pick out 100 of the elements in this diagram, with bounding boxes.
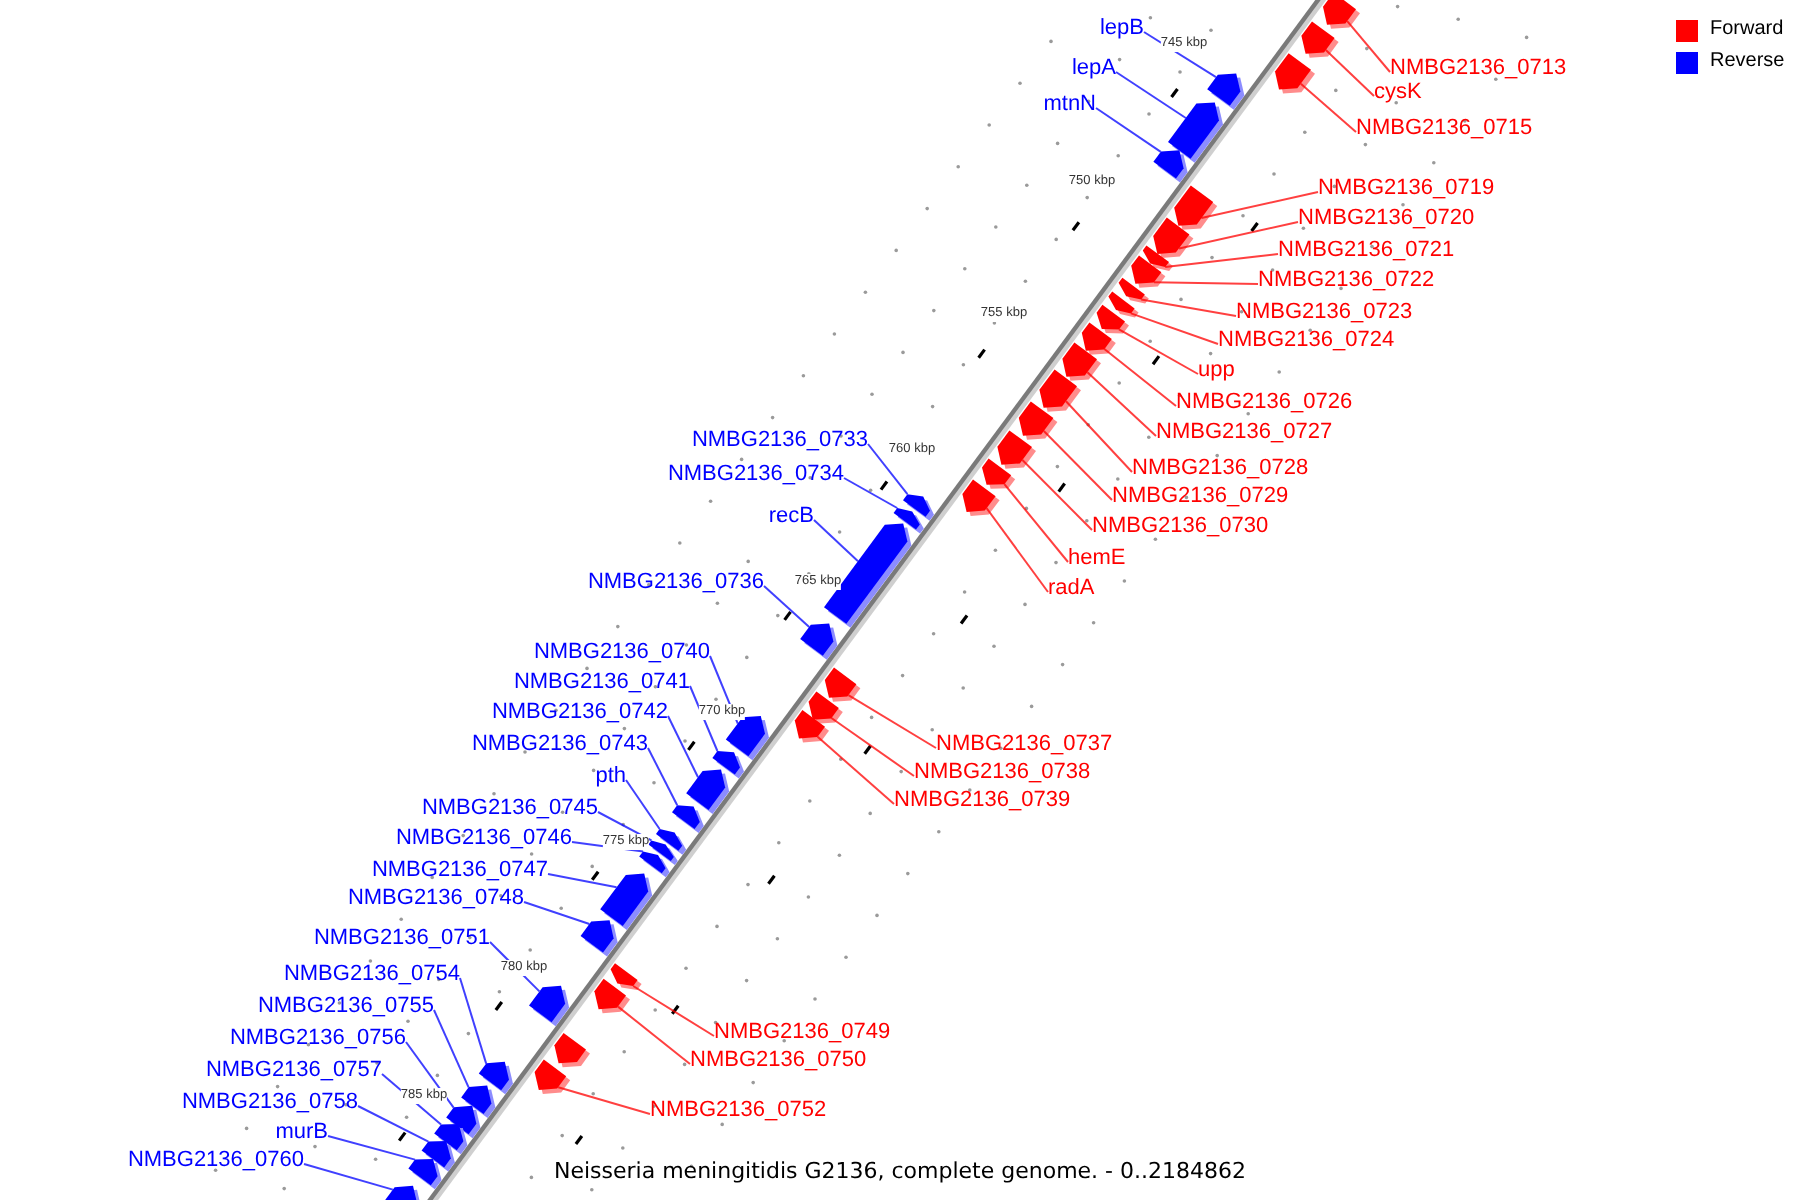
leader-line	[667, 715, 699, 779]
gene-label: NMBG2136_0747	[371, 858, 548, 884]
gene-label: NMBG2136_0730	[1092, 514, 1269, 540]
gene-label: NMBG2136_0748	[347, 886, 524, 912]
gene-label: NMBG2136_0726	[1176, 390, 1353, 416]
leader-line	[1140, 298, 1237, 317]
gene-block	[686, 769, 730, 814]
gene-label: NMBG2136_0723	[1236, 300, 1413, 326]
leader-line	[381, 1073, 442, 1126]
leader-line	[597, 811, 653, 842]
gene-label: NMBG2136_0752	[650, 1098, 827, 1124]
gene-label: NMBG2136_0754	[283, 962, 460, 988]
gene-block	[672, 805, 704, 833]
gene-block	[600, 873, 653, 930]
leader-line	[985, 507, 1049, 593]
leader-line	[1200, 191, 1319, 219]
gene-block	[997, 430, 1036, 469]
gene-block	[1301, 21, 1339, 58]
leader-line	[357, 1105, 430, 1143]
legend-label: Reverse	[1710, 50, 1785, 72]
gene-block	[1174, 185, 1218, 230]
leader-line	[1095, 107, 1162, 153]
gene-block	[534, 1059, 571, 1094]
leader-line	[1143, 31, 1217, 79]
leader-line	[571, 841, 644, 853]
gene-block	[824, 523, 912, 628]
leader-line	[1086, 371, 1157, 437]
gene-block	[580, 920, 618, 957]
gene-label: NMBG2136_0745	[421, 796, 598, 822]
leader-line	[1153, 281, 1259, 285]
gene-block	[794, 710, 829, 743]
legend-label: Forward	[1710, 18, 1784, 40]
gene-block	[962, 479, 1000, 516]
gene-block	[1323, 0, 1360, 29]
gene-block	[1207, 73, 1245, 110]
leader-line	[303, 1163, 394, 1191]
gene-block	[1153, 217, 1194, 258]
gene-label: NMBG2136_0737	[936, 732, 1113, 758]
gene-label: NMBG2136_0749	[714, 1020, 891, 1046]
leader-line	[867, 443, 909, 496]
gene-label: NMBG2136_0741	[513, 670, 690, 696]
gene-block	[800, 623, 838, 660]
gene-label: NMBG2136_0733	[691, 428, 868, 454]
gene-label: NMBG2136_0739	[894, 788, 1071, 814]
gene-label: NMBG2136_0757	[205, 1058, 382, 1084]
gene-block	[1168, 102, 1223, 163]
gene-label: NMBG2136_0734	[667, 462, 844, 488]
gene-label: NMBG2136_0740	[533, 640, 710, 666]
gene-label: NMBG2136_0729	[1112, 484, 1289, 510]
leader-line	[847, 694, 937, 749]
gene-label: recB	[768, 504, 814, 530]
leader-line	[617, 1005, 691, 1065]
gene-label: lepA	[1071, 56, 1116, 82]
caption: Neisseria meningitidis G2136, complete genome. - 0..2184862	[553, 1158, 1247, 1184]
gene-label: NMBG2136_0756	[229, 1026, 406, 1052]
gene-block	[1275, 53, 1315, 94]
leader-line	[1178, 221, 1299, 250]
gene-label: cysK	[1374, 80, 1422, 106]
gene-label: pth	[595, 764, 626, 790]
leader-line	[1164, 253, 1279, 268]
gene-label: murB	[275, 1120, 328, 1146]
leader-line	[547, 873, 618, 889]
leader-line	[813, 519, 859, 563]
gene-label: NMBG2136_0760	[127, 1148, 304, 1174]
leader-line	[689, 685, 719, 752]
gene-label: NMBG2136_0720	[1298, 206, 1475, 232]
gene-label: NMBG2136_0751	[313, 926, 490, 952]
gene-label: NMBG2136_0724	[1218, 328, 1395, 354]
gene-block	[639, 851, 670, 878]
gene-block	[1096, 304, 1129, 334]
gene-block	[1118, 277, 1149, 304]
gene-block	[408, 1159, 442, 1190]
leader-line	[459, 977, 488, 1065]
gene-label: NMBG2136_0746	[395, 826, 572, 852]
gene-label: NMBG2136_0719	[1318, 176, 1495, 202]
gene-block	[554, 1033, 590, 1068]
gene-label: radA	[1048, 576, 1095, 602]
gene-block	[1062, 342, 1101, 381]
gene-block	[1081, 322, 1116, 355]
gene-label: mtnN	[1043, 92, 1096, 118]
leader-line	[816, 735, 895, 805]
gene-block	[384, 1185, 422, 1200]
gene-block	[610, 963, 642, 990]
gene-block	[529, 985, 570, 1027]
gene-label: NMBG2136_0758	[181, 1090, 358, 1116]
gene-label: lepB	[1099, 16, 1144, 42]
leader-line	[1021, 459, 1093, 531]
gene-label: NMBG2136_0727	[1156, 420, 1333, 446]
gene-label: NMBG2136_0715	[1356, 116, 1533, 142]
leader-line	[523, 901, 591, 925]
leader-line	[1130, 312, 1219, 345]
leader-line	[1299, 82, 1357, 133]
leader-line	[763, 585, 811, 628]
leader-line	[830, 717, 915, 777]
gene-block	[1153, 150, 1188, 183]
gene-label: NMBG2136_0750	[690, 1048, 867, 1074]
leader-line	[1003, 483, 1069, 563]
leader-line	[433, 1009, 470, 1089]
leader-line	[1065, 400, 1133, 473]
leader-line	[843, 477, 899, 509]
